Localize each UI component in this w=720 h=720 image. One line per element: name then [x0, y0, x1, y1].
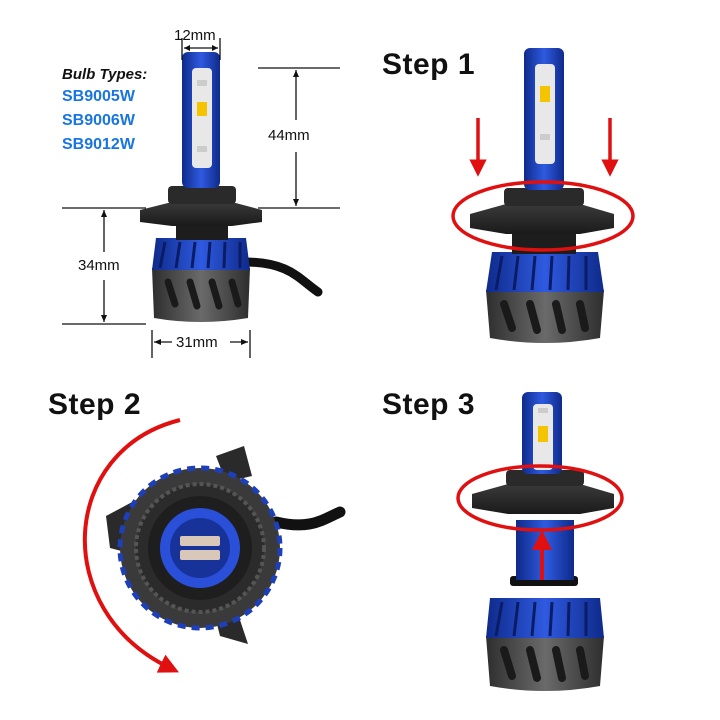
dimension-lines: [62, 38, 340, 358]
step1-title: Step 1: [382, 48, 476, 81]
step2-rotate-arrow: [82, 418, 181, 673]
step3-title: Step 3: [382, 388, 476, 421]
dimension-top-width: 12mm: [174, 27, 216, 44]
bulb-type-item: SB9006W: [62, 112, 135, 129]
step1-highlight: [451, 118, 635, 252]
dimension-base-height: 34mm: [78, 257, 120, 274]
step2-title: Step 2: [48, 388, 142, 421]
bulb-types-heading: Bulb Types:: [62, 66, 148, 83]
dimension-top-height: 44mm: [268, 127, 310, 144]
bulb-type-item: SB9005W: [62, 88, 135, 105]
step1-bulb: [470, 48, 614, 343]
step3-highlight: [456, 464, 624, 580]
step2-bulb-top-view: [106, 446, 346, 644]
bulb-types-list: Bulb Types: SB9005W SB9006W SB9012W: [62, 66, 147, 157]
step3-bulb: [472, 392, 614, 691]
bulb-type-item: SB9012W: [62, 136, 135, 153]
dimension-base-width: 31mm: [176, 334, 218, 351]
bulb-dimension-drawing: [140, 52, 323, 322]
